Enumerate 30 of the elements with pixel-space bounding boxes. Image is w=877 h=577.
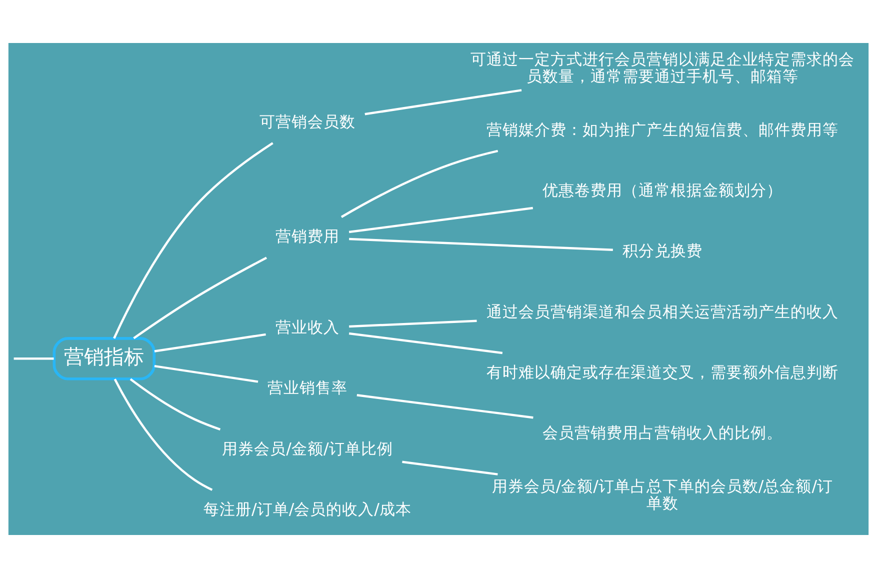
connector [348,332,503,354]
node-text: 每注册/订单/会员的收入/成本 [204,498,412,518]
node-text: 营销费用 [275,226,340,245]
node-text: 优惠卷费用（通常根据金额划分） [542,180,782,199]
node-text: 营业销售率 [267,378,348,397]
node-text: 通过会员营销渠道和会员相关运营活动产生的收入 [486,301,838,320]
connector [133,256,268,339]
node-text: 可营销会员数 [259,111,356,130]
connector [402,460,498,475]
connector [113,142,274,338]
connector [356,394,534,418]
node-text: 营销媒介费：如为推广产生的短信费、邮件费用等 [486,119,838,138]
connector [349,319,477,328]
node-text: 用券会员/金额/订单比例 [222,438,393,458]
node-text: 用券会员/金额/订单占总下单的会员数/总金额/订单数 [492,476,834,512]
connector [364,88,522,115]
connector [349,237,613,251]
connector [14,357,54,360]
connector [340,149,498,218]
node-text: 可通过一定方式进行会员营销以满足企业特定需求的会员数量，通常需要通过手机号、邮箱等 [470,49,854,85]
node-text: 营业收入 [275,316,340,336]
connector [114,378,213,490]
node-text: 有时难以确定或存在渠道交叉，需要额外信息判断 [486,362,838,381]
connector [130,378,221,430]
connector [154,332,266,352]
node-text: 会员营销费用占营销收入的比例。 [542,422,782,442]
connector [154,364,258,382]
node-box: 营销指标 [52,336,156,380]
connector [348,206,534,233]
node-text: 积分兑换费 [622,240,702,260]
